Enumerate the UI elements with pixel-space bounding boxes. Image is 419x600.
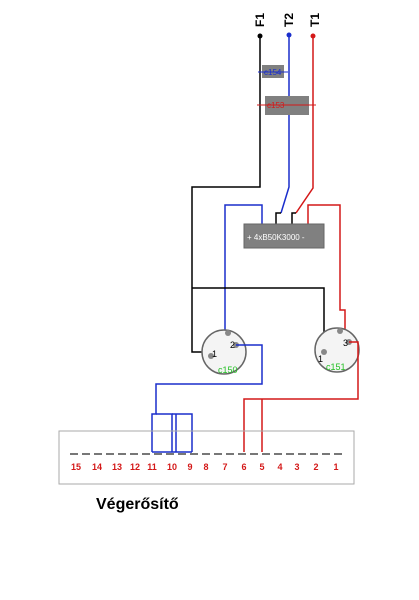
label-c151-pin3: 3 xyxy=(343,338,348,348)
terminal-labels: 15 14 13 12 11 10 9 8 7 6 5 4 3 2 1 xyxy=(71,462,339,472)
label-f1: F1 xyxy=(253,13,267,27)
terminal-label: 8 xyxy=(203,462,208,472)
wire-ground-black xyxy=(192,287,325,350)
connector-c151 xyxy=(314,327,360,373)
label-c151: c151 xyxy=(326,362,346,372)
c151-pin-2 xyxy=(337,328,343,334)
label-c154: c154 xyxy=(264,68,282,77)
wire-bridge-plus-red xyxy=(307,204,346,338)
wire-c150-to-amp-blue xyxy=(151,344,263,453)
connector-c150 xyxy=(201,329,247,375)
label-t2: T2 xyxy=(282,13,296,27)
wire-f1-black xyxy=(191,36,261,353)
terminal-label: 1 xyxy=(333,462,338,472)
terminal-label: 14 xyxy=(92,462,102,472)
label-c150-pin2: 2 xyxy=(230,340,235,350)
terminal-label: 4 xyxy=(277,462,282,472)
bridge-rectifier xyxy=(243,223,325,249)
terminal-label: 6 xyxy=(241,462,246,472)
terminal-dot-t1 xyxy=(310,33,316,39)
c150-pin-3 xyxy=(225,330,231,336)
terminal-label: 11 xyxy=(147,462,157,472)
label-c153: c153 xyxy=(267,101,285,110)
wire-t2-blue xyxy=(280,35,290,214)
label-c151-pin1: 1 xyxy=(318,354,323,364)
c150-pin-1 xyxy=(208,353,214,359)
label-t1: T1 xyxy=(308,13,322,27)
bridge-pins xyxy=(261,212,309,224)
terminal-label: 10 xyxy=(167,462,177,472)
label-bridge: + 4xB50K3000 - xyxy=(247,233,305,242)
wire-t1-red xyxy=(295,36,314,214)
terminal-label: 12 xyxy=(130,462,140,472)
amplifier-box xyxy=(58,430,355,485)
wire-c151-to-amp-red xyxy=(243,341,359,452)
label-c150-pin1: 1 xyxy=(212,349,217,359)
label-c150: c150 xyxy=(218,365,238,375)
terminal-label: 2 xyxy=(313,462,318,472)
amplifier-title: Végerősítő xyxy=(96,496,179,513)
terminal-label: 3 xyxy=(294,462,299,472)
terminal-label: 5 xyxy=(259,462,264,472)
terminal-dot-f1 xyxy=(257,33,263,39)
terminal-label: 7 xyxy=(222,462,227,472)
terminal-label: 9 xyxy=(187,462,192,472)
terminal-label: 13 xyxy=(112,462,122,472)
terminal-label: 15 xyxy=(71,462,81,472)
c151-pin-1 xyxy=(321,349,327,355)
terminal-dot-t2 xyxy=(286,32,292,38)
